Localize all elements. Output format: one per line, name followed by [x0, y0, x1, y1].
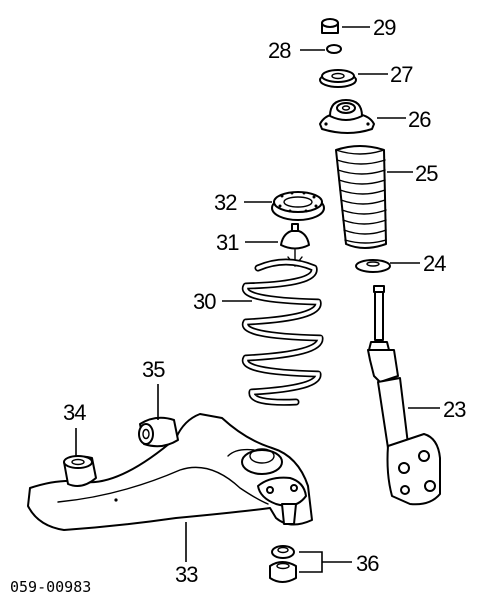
part-29-nut — [321, 18, 339, 34]
callout-32: 32 — [214, 190, 237, 215]
part-24-spacer — [355, 259, 391, 273]
part-27-bearing — [319, 69, 357, 88]
part-34-bushing — [63, 455, 97, 487]
callout-27: 27 — [390, 62, 413, 87]
callout-30: 30 — [193, 289, 216, 314]
callout-28: 28 — [268, 38, 291, 63]
part-33-lower-control-arm — [27, 413, 313, 531]
callout-34: 34 — [63, 400, 86, 425]
part-36-ball-joint-parts — [269, 545, 297, 583]
part-23-shock-absorber — [367, 285, 441, 506]
bracket-36 — [299, 551, 323, 573]
callout-31: 31 — [216, 230, 239, 255]
callout-29: 29 — [373, 15, 396, 40]
document-id: 059-00983 — [10, 578, 91, 596]
part-31-bump-stop — [280, 223, 310, 250]
callout-24: 24 — [423, 251, 446, 276]
part-28-washer — [326, 44, 342, 54]
part-25-dust-boot — [335, 145, 387, 249]
callout-36: 36 — [356, 551, 379, 576]
callout-25: 25 — [415, 161, 438, 186]
part-32-spring-seat — [271, 191, 325, 221]
callout-23: 23 — [443, 397, 466, 422]
part-30-coil-spring — [241, 258, 324, 406]
part-35-bushing — [138, 416, 179, 448]
callout-35: 35 — [142, 357, 165, 382]
callout-33: 33 — [175, 562, 198, 587]
part-26-strut-mount — [319, 99, 375, 134]
callout-26: 26 — [408, 107, 431, 132]
